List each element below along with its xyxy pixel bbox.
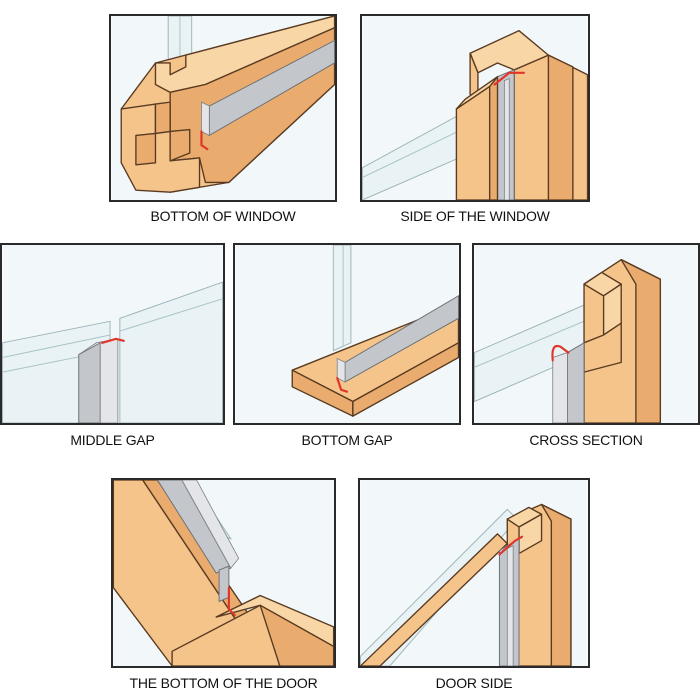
caption-cross-section: CROSS SECTION: [529, 432, 643, 448]
caption-middle-gap: MIDDLE GAP: [70, 432, 155, 448]
bottom-gap-illustration: [235, 245, 459, 423]
caption-bottom-gap: BOTTOM GAP: [301, 432, 393, 448]
middle-gap-illustration: [2, 245, 223, 423]
panel-bottom-gap: [233, 243, 461, 425]
panel-bottom-of-window: [109, 14, 337, 202]
side-of-window-illustration: [362, 16, 588, 200]
caption-side-of-window: SIDE OF THE WINDOW: [400, 208, 550, 224]
caption-door-side: DOOR SIDE: [435, 675, 513, 691]
panel-door-side: [358, 478, 590, 668]
bottom-of-window-illustration: [111, 16, 335, 200]
panel-middle-gap: [0, 243, 225, 425]
bottom-of-door-illustration: [113, 480, 334, 666]
panel-side-of-window: [360, 14, 590, 202]
panel-cross-section: [472, 243, 700, 425]
caption-bottom-of-window: BOTTOM OF WINDOW: [150, 208, 296, 224]
door-side-illustration: [360, 480, 588, 666]
caption-bottom-of-door: THE BOTTOM OF THE DOOR: [129, 675, 318, 691]
cross-section-illustration: [474, 245, 698, 423]
panel-bottom-of-door: [111, 478, 336, 668]
